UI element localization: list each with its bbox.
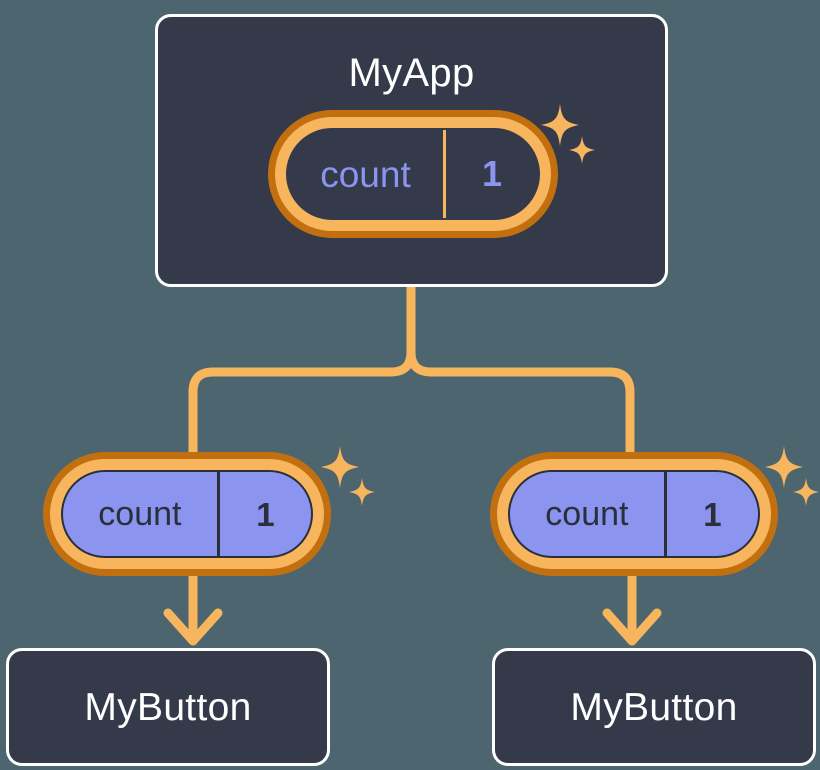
component-card-mybutton-right[interactable]: MyButton [492,648,816,766]
state-pill-left[interactable]: count 1 [43,452,331,576]
state-pill-band: count 1 [50,459,324,569]
component-card-title: MyButton [570,685,738,729]
state-value: 1 [703,495,722,533]
state-pill-right[interactable]: count 1 [490,452,778,576]
state-pill-inner: count 1 [508,470,760,558]
component-card-mybutton-left[interactable]: MyButton [6,648,330,766]
state-pill-myapp[interactable]: count 1 [268,110,558,238]
component-card-title: MyButton [84,685,252,729]
tree-connector [188,281,635,460]
arrow-down-icon-right [602,572,662,646]
state-key: count [288,130,446,218]
state-key: count [63,472,220,556]
state-value: 1 [481,153,503,194]
state-value: 1 [256,495,275,533]
state-pill-band: count 1 [275,117,551,231]
state-pill-band: count 1 [497,459,771,569]
arrow-down-icon-left [163,572,223,646]
state-pill-inner: count 1 [286,128,540,220]
state-pill-inner: count 1 [61,470,313,558]
state-key: count [510,472,667,556]
component-card-title: MyApp [348,51,475,95]
